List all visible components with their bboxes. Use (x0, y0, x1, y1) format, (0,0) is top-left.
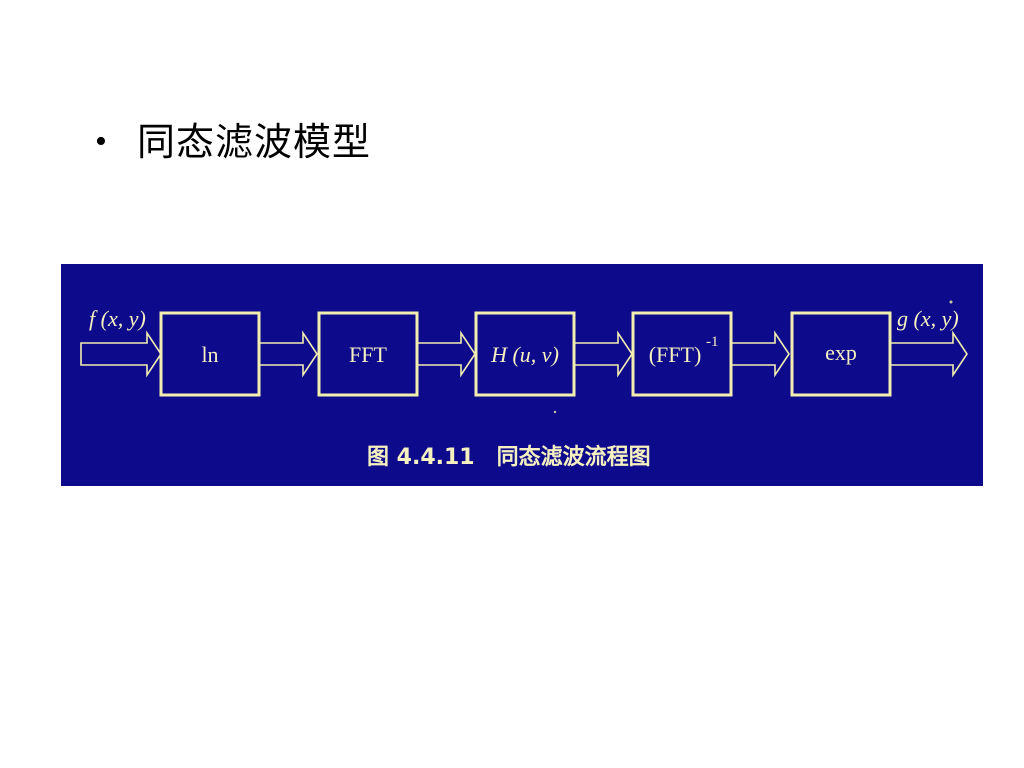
output-label: g (x, y) (897, 306, 959, 331)
exp-label: exp (825, 340, 857, 365)
output-arrow (889, 330, 968, 378)
flowchart-figure: f (x, y) g (x, y) ln FFT (61, 264, 983, 486)
bullet-dot: • (95, 123, 107, 160)
figure-caption: 图 4.4.11 同态滤波流程图 (367, 444, 651, 470)
inverse-fft-label: (FFT) (649, 342, 702, 367)
transfer-function-label: H (u, v) (490, 342, 559, 367)
input-label: f (x, y) (89, 306, 146, 331)
arrow-ifft-to-exp (730, 330, 790, 378)
ln-label: ln (201, 342, 218, 367)
fft-label: FFT (349, 342, 387, 367)
scan-speck (949, 300, 953, 304)
exp-box: exp (790, 311, 892, 397)
inverse-fft-superscript: -1 (706, 334, 719, 350)
arrow-ln-to-fft (258, 330, 318, 378)
bullet-item: • 同态滤波模型 (95, 112, 371, 172)
scan-speck (553, 410, 557, 414)
transfer-function-box: H (u, v) (474, 311, 576, 397)
ln-box: ln (159, 311, 261, 397)
flowchart-svg: f (x, y) g (x, y) ln FFT (80, 300, 968, 470)
arrow-h-to-ifft (573, 330, 633, 378)
input-arrow (80, 330, 162, 378)
fft-box: FFT (317, 311, 419, 397)
inverse-fft-box: (FFT) -1 (631, 311, 733, 397)
arrow-fft-to-h (416, 330, 476, 378)
bullet-title: 同态滤波模型 (137, 120, 372, 164)
